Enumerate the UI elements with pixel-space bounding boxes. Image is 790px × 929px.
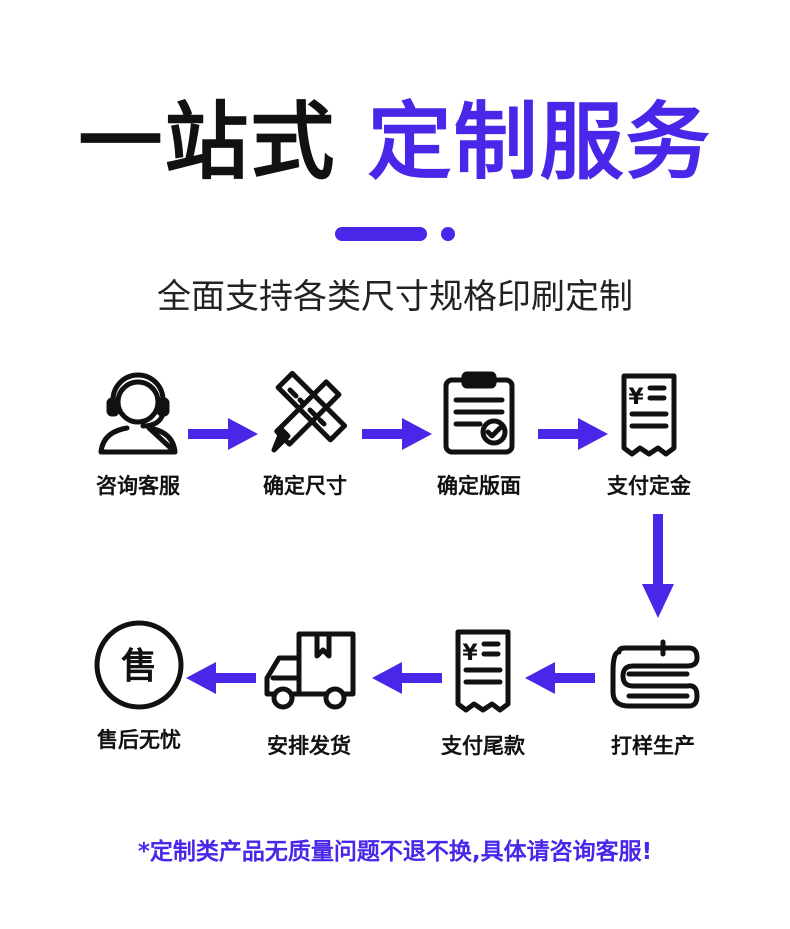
step-label: 咨询客服 xyxy=(96,474,180,498)
decoration-dot xyxy=(441,227,455,241)
arrow-right-icon xyxy=(538,418,608,450)
step-label: 确定版面 xyxy=(437,474,521,498)
decoration-bar xyxy=(335,227,427,241)
arrow-left-icon xyxy=(372,662,442,694)
fabric-roll-icon xyxy=(610,639,700,709)
title-black-part: 一站式 xyxy=(78,93,337,191)
step-deposit: ¥ 支付定金 xyxy=(574,368,724,500)
arrow-right-icon xyxy=(362,418,432,450)
subtitle: 全面支持各类尺寸规格印刷定制 xyxy=(157,277,633,317)
clipboard-check-icon xyxy=(443,371,515,455)
title-decoration xyxy=(335,224,460,244)
headset-agent-icon xyxy=(98,372,178,455)
receipt-yen-icon: ¥ xyxy=(455,629,511,713)
step-size: 确定尺寸 xyxy=(230,368,380,500)
receipt-yen-icon: ¥ xyxy=(621,373,677,457)
arrow-left-icon xyxy=(186,662,256,694)
receipt-symbol: ¥ xyxy=(628,385,644,410)
step-label: 支付定金 xyxy=(607,474,691,498)
title-accent-part: 定制服务 xyxy=(367,93,712,191)
step-label: 售后无忧 xyxy=(97,728,181,752)
page-title: 一站式 定制服务 xyxy=(0,92,790,192)
step-label: 安排发货 xyxy=(267,734,351,758)
step-after-sales: 售 售后无忧 xyxy=(64,618,214,754)
step-production: 打样生产 xyxy=(578,628,728,760)
step-layout: 确定版面 xyxy=(404,368,554,500)
receipt-symbol: ¥ xyxy=(462,641,478,666)
arrow-down-icon xyxy=(642,514,674,618)
delivery-truck-icon xyxy=(264,631,356,710)
step-label: 支付尾款 xyxy=(441,734,525,758)
step-shipping: 安排发货 xyxy=(234,628,384,760)
arrow-right-icon xyxy=(188,418,258,450)
step-consult: 咨询客服 xyxy=(63,368,213,500)
step-label: 确定尺寸 xyxy=(263,474,347,498)
arrow-left-icon xyxy=(525,662,595,694)
step-label: 打样生产 xyxy=(611,734,695,758)
after-sales-icon-text: 售 xyxy=(121,646,157,687)
ruler-pencil-icon xyxy=(271,370,348,453)
disclaimer-note: *定制类产品无质量问题不退不换,具体请咨询客服! xyxy=(137,839,653,865)
step-final-payment: ¥ 支付尾款 xyxy=(408,628,558,760)
after-sales-circle-icon: 售 xyxy=(94,620,184,710)
